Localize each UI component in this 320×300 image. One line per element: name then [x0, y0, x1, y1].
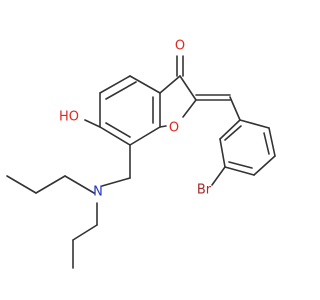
molecule-canvas: O HO O N Br [6, 39, 276, 269]
bond [253, 155, 276, 176]
bond [99, 75, 131, 94]
bond-double-inner [263, 132, 270, 155]
bond-double-inner [105, 81, 137, 100]
bond [211, 166, 226, 186]
bond [6, 175, 37, 194]
ring-oxygen-label: O [169, 121, 179, 136]
carbonyl-oxygen-label: O [175, 39, 185, 54]
bond [159, 75, 181, 94]
bromine-label: Br [197, 183, 212, 198]
bond [129, 126, 161, 146]
bond [219, 138, 226, 168]
bond [239, 119, 270, 129]
bond [101, 177, 131, 187]
bond [84, 119, 101, 128]
dipropylaminomethyl-group [6, 144, 131, 269]
amine-nitrogen-label: N [93, 185, 103, 200]
bond [268, 127, 276, 157]
bond [159, 125, 167, 128]
bromophenyl-ring [211, 119, 276, 186]
bond-double-inner [228, 161, 253, 169]
bond [35, 175, 66, 194]
bond [129, 75, 161, 94]
bond [64, 175, 95, 194]
furanone-ring [159, 75, 197, 128]
bond-double-inner [105, 122, 131, 138]
bond [182, 99, 197, 118]
benzylidene-linker [195, 94, 241, 121]
benzene-ring-core [99, 75, 161, 146]
bond [229, 96, 241, 121]
bond [72, 224, 98, 241]
bond-double-inner [224, 125, 242, 141]
bond [219, 119, 241, 140]
hydroxyl-label: HO [59, 110, 79, 125]
bond [179, 75, 197, 101]
carbonyl-group [176, 55, 184, 77]
structure-diagram: O HO O N Br [6, 39, 276, 269]
bond [224, 166, 255, 176]
bond [99, 126, 131, 146]
